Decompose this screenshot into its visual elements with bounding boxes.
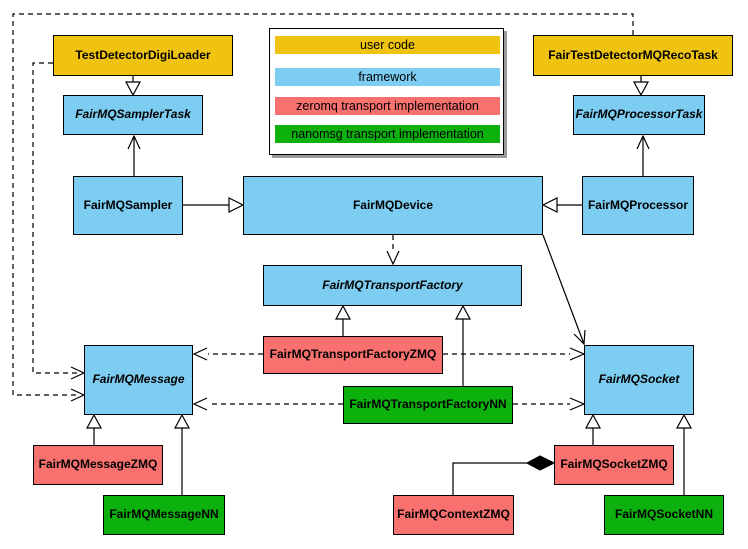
legend-item-zeromq: zeromq transport implementation — [275, 97, 500, 115]
node-fairmqsampler: FairMQSampler — [73, 176, 183, 235]
edge-msgnn-message — [173, 413, 191, 495]
node-fairmqmessagenn: FairMQMessageNN — [103, 495, 225, 535]
legend-item-user-code: user code — [275, 36, 500, 54]
node-fairmqprocessor: FairMQProcessor — [582, 176, 694, 235]
node-fairmqmessagezmq: FairMQMessageZMQ — [33, 445, 163, 485]
edge-digiloader-samplertask — [124, 76, 142, 97]
node-fairmqdevice: FairMQDevice — [243, 176, 543, 235]
legend-item-framework: framework — [275, 68, 500, 86]
edge-tfnn-socket — [513, 397, 586, 411]
edge-sampler-samplertask — [127, 134, 141, 176]
edge-tfzmq-socket — [443, 347, 586, 361]
edge-device-transportfactory — [386, 235, 400, 266]
node-fairmqprocessortask: FairMQProcessorTask — [573, 95, 705, 135]
edge-msgzmq-message — [85, 413, 103, 445]
node-fairmqtransportfactory: FairMQTransportFactory — [263, 265, 522, 306]
node-fairtestdetectormqrecotask: FairTestDetectorMQRecoTask — [533, 35, 733, 76]
node-fairmqcontextzmq: FairMQContextZMQ — [393, 495, 514, 535]
edge-recotask-processortask — [632, 76, 650, 97]
edge-tfnn-message — [192, 397, 343, 411]
legend-item-nanomsg: nanomsg transport implementation — [275, 125, 500, 143]
node-fairmqsocketzmq: FairMQSocketZMQ — [554, 445, 674, 485]
edge-socknn-socket — [675, 413, 693, 495]
edge-tfzmq-message — [192, 347, 263, 361]
legend: user code framework zeromq transport imp… — [269, 28, 504, 155]
node-fairmqmessage: FairMQMessage — [84, 345, 193, 415]
edge-sockzmq-socket — [584, 413, 602, 445]
node-fairmqtransportfactoryzmq: FairMQTransportFactoryZMQ — [263, 336, 443, 374]
edge-device-socket — [542, 234, 586, 346]
node-fairmqsamplertask: FairMQSamplerTask — [63, 95, 203, 135]
edge-tfnn-transportfactory — [454, 304, 472, 386]
node-fairmqsocketnn: FairMQSocketNN — [604, 495, 724, 535]
edge-ctxzmq-sockzmq — [452, 455, 556, 495]
edge-processor-device — [541, 197, 582, 213]
edge-processor-processortask — [636, 134, 650, 176]
edge-sampler-device — [183, 197, 245, 213]
node-fairmqtransportfactorynn: FairMQTransportFactoryNN — [343, 386, 513, 424]
node-fairmqsocket: FairMQSocket — [584, 345, 694, 415]
edge-tfzmq-transportfactory — [334, 304, 352, 336]
node-testdetectordigiloader: TestDetectorDigiLoader — [53, 35, 233, 76]
